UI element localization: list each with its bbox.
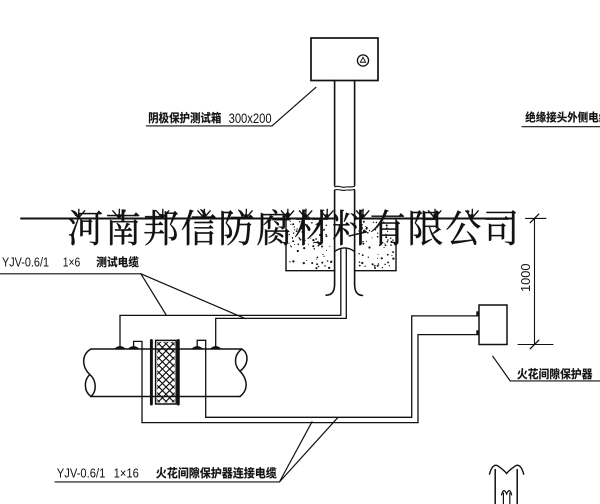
svg-text:YJV-0.6/1: YJV-0.6/1 bbox=[2, 255, 49, 269]
svg-text:YJV-0.6/1: YJV-0.6/1 bbox=[57, 466, 106, 480]
svg-text:1000: 1000 bbox=[518, 264, 533, 293]
svg-text:300x200: 300x200 bbox=[229, 111, 272, 126]
svg-text:1×16: 1×16 bbox=[114, 466, 139, 480]
svg-text:1×6: 1×6 bbox=[63, 255, 81, 269]
